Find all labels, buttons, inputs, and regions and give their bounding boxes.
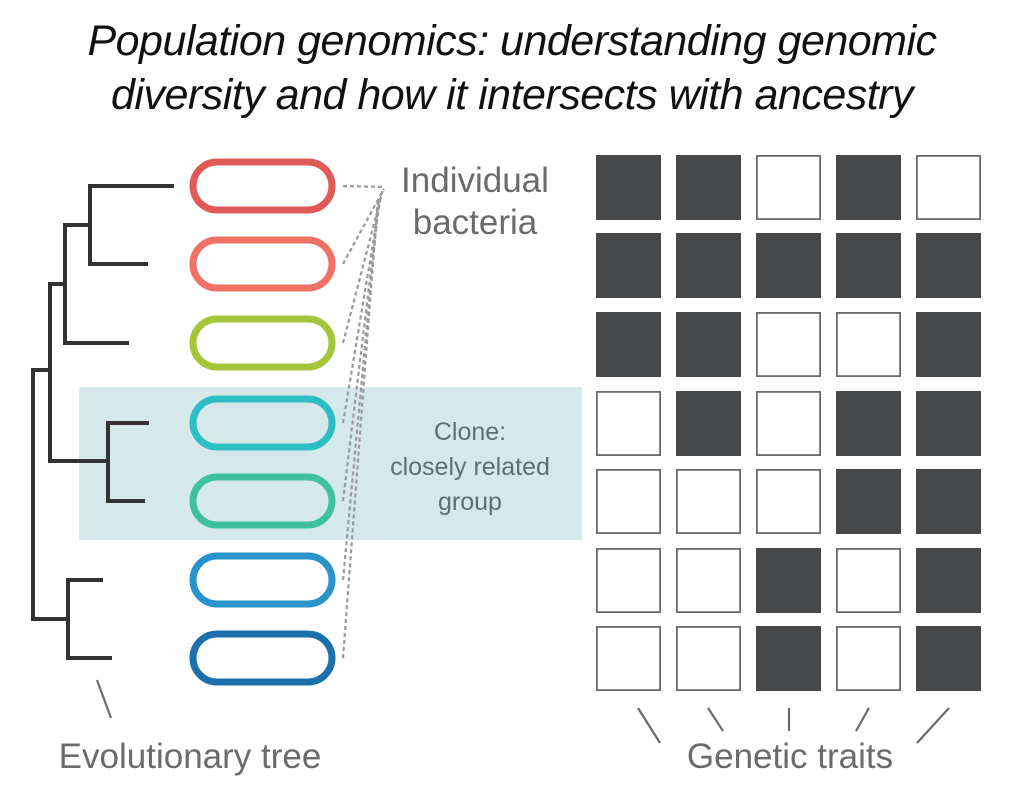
label-pointer	[637, 707, 661, 744]
connector-line	[342, 184, 386, 189]
traits-grid	[596, 154, 982, 692]
trait-cell-absent	[596, 548, 662, 614]
trait-cell-present	[916, 626, 981, 691]
evolutionary-tree-label: Evolutionary tree	[58, 737, 322, 776]
clone-label: Clone: closely related group	[365, 415, 575, 520]
genetic-traits-label: Genetic traits	[686, 737, 894, 776]
connector-line	[341, 194, 382, 502]
tree-branch	[66, 578, 112, 660]
label-pointer	[916, 707, 950, 744]
trait-cell-absent	[836, 626, 902, 692]
trait-cell-absent	[916, 154, 982, 220]
trait-cell-present	[756, 233, 821, 298]
trait-cell-present	[916, 548, 981, 613]
individual-bacteria-label-line-1: Individual	[401, 161, 549, 200]
trait-cell-present	[836, 155, 901, 220]
connector-line	[341, 192, 383, 424]
clone-label-line-1: Clone:	[433, 418, 507, 446]
trait-cell-absent	[676, 548, 742, 614]
trait-cell-present	[596, 312, 661, 377]
label-pointer	[855, 707, 870, 732]
trait-cell-absent	[836, 548, 902, 614]
trait-cell-absent	[596, 626, 662, 692]
tree-branch	[48, 282, 109, 463]
tree-branch	[106, 421, 149, 503]
clone-label-line-2: closely related	[390, 453, 550, 481]
evolutionary-tree	[31, 184, 174, 660]
title-line-2: diversity and how it intersects with anc…	[111, 71, 914, 119]
tree-branch	[63, 223, 129, 345]
trait-cell-absent	[596, 390, 662, 456]
trait-cell-absent	[756, 311, 822, 377]
trait-cell-absent	[596, 468, 662, 534]
bacterium-2	[189, 236, 336, 292]
trait-cell-absent	[836, 311, 902, 377]
tree-branch	[31, 368, 70, 621]
bacterium-5	[189, 473, 336, 529]
trait-cell-present	[676, 312, 741, 377]
trait-cell-present	[836, 233, 901, 298]
connector-line	[341, 196, 381, 581]
label-pointer-lines	[95, 679, 950, 744]
connector-line	[341, 190, 384, 344]
clone-label-line-3: group	[438, 488, 502, 516]
trait-cell-absent	[676, 468, 742, 534]
title-line-1: Population genomics: understanding genom…	[87, 17, 937, 65]
trait-cell-present	[596, 233, 661, 298]
bacterium-1	[189, 158, 336, 214]
individual-bacteria-label: Individual bacteria	[385, 160, 565, 244]
trait-cell-present	[916, 312, 981, 377]
trait-cell-absent	[756, 154, 822, 220]
bacterium-4	[189, 395, 336, 451]
trait-cell-present	[756, 548, 821, 613]
trait-cell-present	[836, 391, 901, 456]
trait-cell-absent	[756, 390, 822, 456]
diagram-title: Population genomics: understanding genom…	[0, 14, 1024, 122]
trait-cell-present	[596, 155, 661, 220]
trait-cell-present	[676, 391, 741, 456]
trait-cell-absent	[756, 468, 822, 534]
bacterium-7	[189, 630, 336, 686]
individual-bacteria-label-line-2: bacteria	[412, 203, 538, 242]
tree-branch	[88, 184, 174, 266]
trait-cell-present	[676, 233, 741, 298]
trait-cell-present	[836, 469, 901, 534]
trait-cell-present	[676, 155, 741, 220]
bacterium-3	[189, 315, 336, 371]
trait-cell-present	[916, 391, 981, 456]
label-pointer	[95, 679, 113, 719]
label-pointer	[707, 707, 724, 732]
trait-cell-absent	[676, 626, 742, 692]
trait-cell-present	[916, 469, 981, 534]
bacterium-6	[189, 552, 336, 608]
bacteria-connector-lines	[341, 184, 386, 659]
trait-cell-present	[756, 626, 821, 691]
bacteria-group	[189, 158, 336, 686]
trait-cell-present	[916, 233, 981, 298]
